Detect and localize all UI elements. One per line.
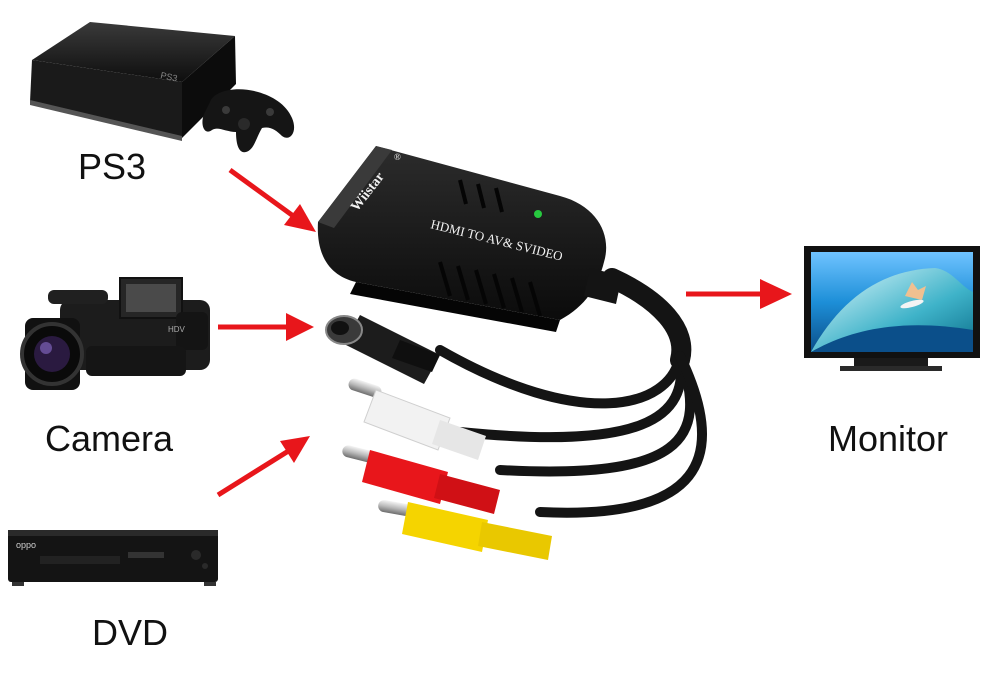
rca-yellow-connector-icon [378, 500, 552, 560]
svg-text:PS3: PS3 [160, 70, 179, 83]
dvd-brand: oppo [16, 540, 36, 550]
arrow-dvd-to-converter [216, 436, 310, 498]
arrow-ps3-to-converter [228, 167, 316, 232]
camera-badge: HDV [168, 325, 186, 334]
camera-label: Camera [45, 418, 174, 459]
monitor-label: Monitor [828, 418, 949, 459]
rca-red-connector-icon [342, 445, 500, 514]
ps3-label: PS3 [78, 146, 147, 187]
camcorder-icon: HDV [20, 277, 210, 390]
game-controller-icon [202, 89, 295, 153]
converter-brand-mark: ® [394, 152, 401, 162]
dvd-label: DVD [92, 612, 169, 653]
rca-white-connector-icon [348, 378, 486, 460]
svideo-connector-icon [325, 315, 440, 384]
status-led [534, 210, 542, 218]
cable-bundle [435, 268, 707, 518]
tv-monitor-icon [804, 246, 980, 371]
arrow-camera-to-converter [218, 313, 314, 341]
ps3-console-icon: PS3 [30, 22, 236, 141]
arrow-converter-to-monitor [686, 279, 792, 309]
dvd-player-icon: oppo [8, 530, 218, 586]
hdmi-converter-icon: Wiistar ® HDMI TO AV& SVIDEO [317, 146, 622, 332]
